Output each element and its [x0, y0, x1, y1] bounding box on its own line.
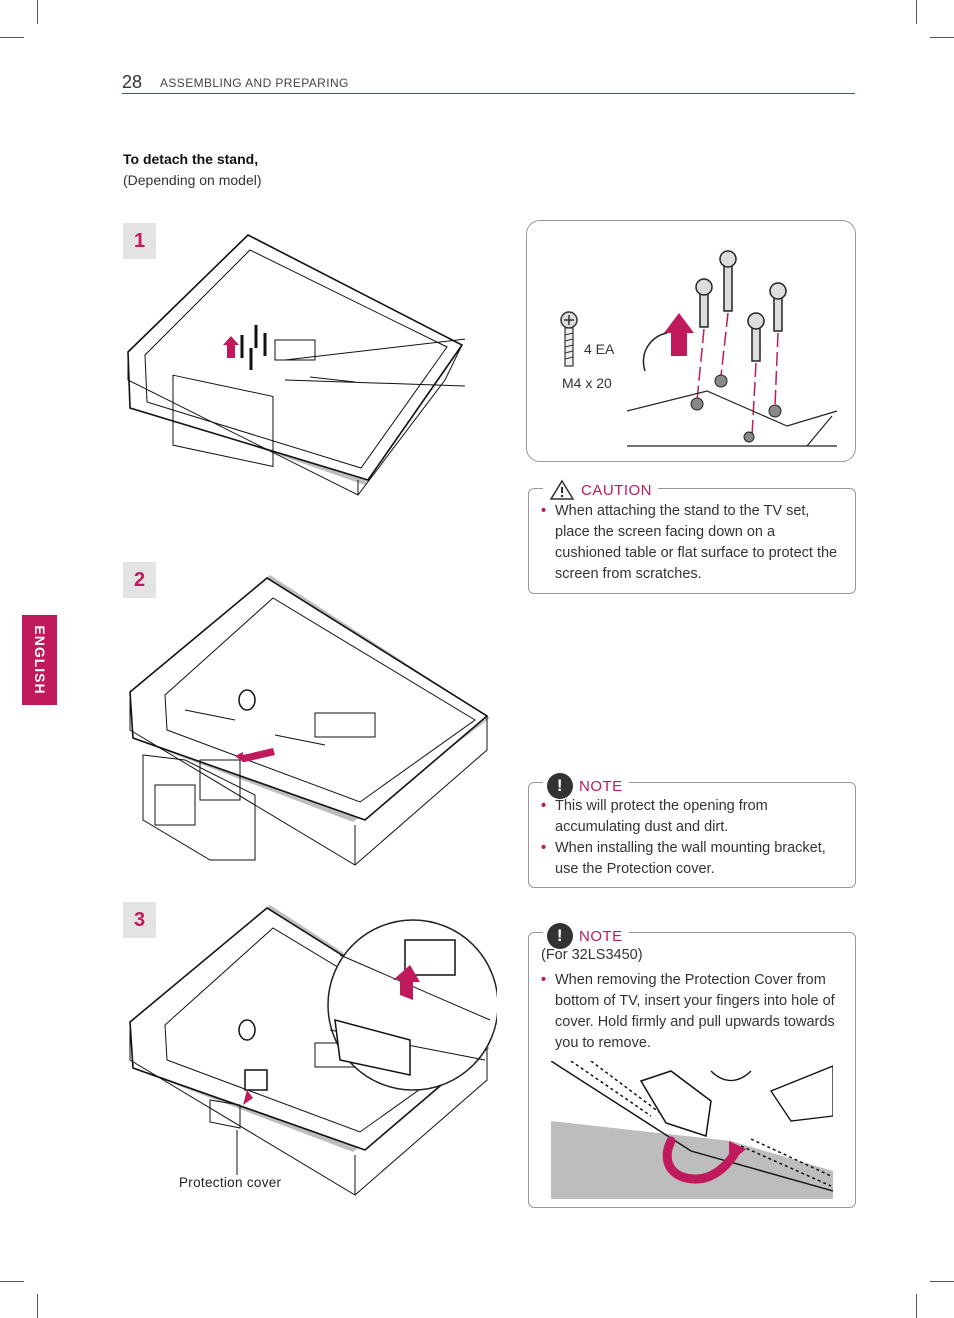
note-2-item-text: When removing the Protection Cover from … — [555, 972, 835, 1051]
note-exclamation-icon: ! — [547, 923, 573, 949]
note-2-model: (For 32LS3450) — [541, 947, 643, 963]
figure-step-3-protection-cover — [129, 905, 497, 1196]
figure-step-1-tv-back — [127, 234, 465, 496]
protection-cover-label: Protection cover — [179, 1175, 282, 1190]
procedure-subtitle: (Depending on model) — [123, 172, 262, 188]
crop-mark — [0, 37, 24, 38]
arrow-up-icon — [664, 313, 694, 356]
note-1-item: •This will protect the opening from accu… — [541, 798, 768, 835]
note-1-item-text: This will protect the opening from accum… — [555, 798, 768, 835]
cover-removal-illustration — [551, 1061, 833, 1199]
crop-mark — [37, 0, 38, 24]
crop-mark — [916, 0, 917, 24]
arrow-left-icon — [235, 748, 275, 762]
procedure-title: To detach the stand, — [123, 151, 259, 167]
note-2-title: NOTE — [579, 927, 623, 945]
caution-header: CAUTION — [543, 479, 658, 501]
page-number: 28 — [122, 72, 143, 92]
language-tab-label: ENGLISH — [31, 625, 48, 695]
arrow-up-icon — [393, 965, 420, 1000]
step-badge-2: 2 — [123, 562, 156, 598]
caution-item: •When attaching the stand to the TV set,… — [541, 503, 838, 582]
screw-icon — [240, 325, 267, 370]
caution-box: CAUTION •When attaching the stand to the… — [528, 479, 856, 594]
crop-mark — [0, 1281, 24, 1282]
caution-triangle-icon — [549, 479, 575, 500]
note-box-2: ! NOTE (For 32LS3450) •When removing the… — [528, 923, 856, 1208]
screw-quantity: 4 EA — [584, 341, 615, 357]
crop-mark — [930, 1281, 954, 1282]
screw-size: M4 x 20 — [562, 375, 612, 391]
screw-icon — [560, 311, 578, 367]
crop-mark — [37, 1294, 38, 1318]
caution-title: CAUTION — [581, 481, 652, 499]
step-badge-1: 1 — [123, 223, 156, 259]
note-exclamation-icon: ! — [547, 773, 573, 799]
crop-mark — [930, 37, 954, 38]
screw-detail-callout: 4 EA M4 x 20 — [526, 220, 856, 462]
language-tab: ENGLISH — [22, 615, 57, 705]
section-title: ASSEMBLING AND PREPARING — [160, 76, 349, 90]
figure-step-2-stand-removal — [129, 575, 490, 866]
caution-item-text: When attaching the stand to the TV set, … — [555, 503, 838, 582]
crop-mark — [916, 1294, 917, 1318]
note-box-1: ! NOTE •This will protect the opening fr… — [528, 773, 856, 888]
arrow-up-icon — [223, 336, 239, 358]
step-badge-3: 3 — [123, 902, 156, 938]
note-1-header: ! NOTE — [543, 773, 629, 799]
note-2-item: •When removing the Protection Cover from… — [541, 972, 835, 1051]
screw-removal-illustration — [627, 250, 838, 447]
note-1-item-text: When installing the wall mounting bracke… — [555, 840, 826, 877]
header-rule — [122, 93, 855, 94]
note-2-header: ! NOTE — [543, 923, 629, 949]
note-1-item: •When installing the wall mounting brack… — [541, 840, 826, 877]
note-1-title: NOTE — [579, 777, 623, 795]
